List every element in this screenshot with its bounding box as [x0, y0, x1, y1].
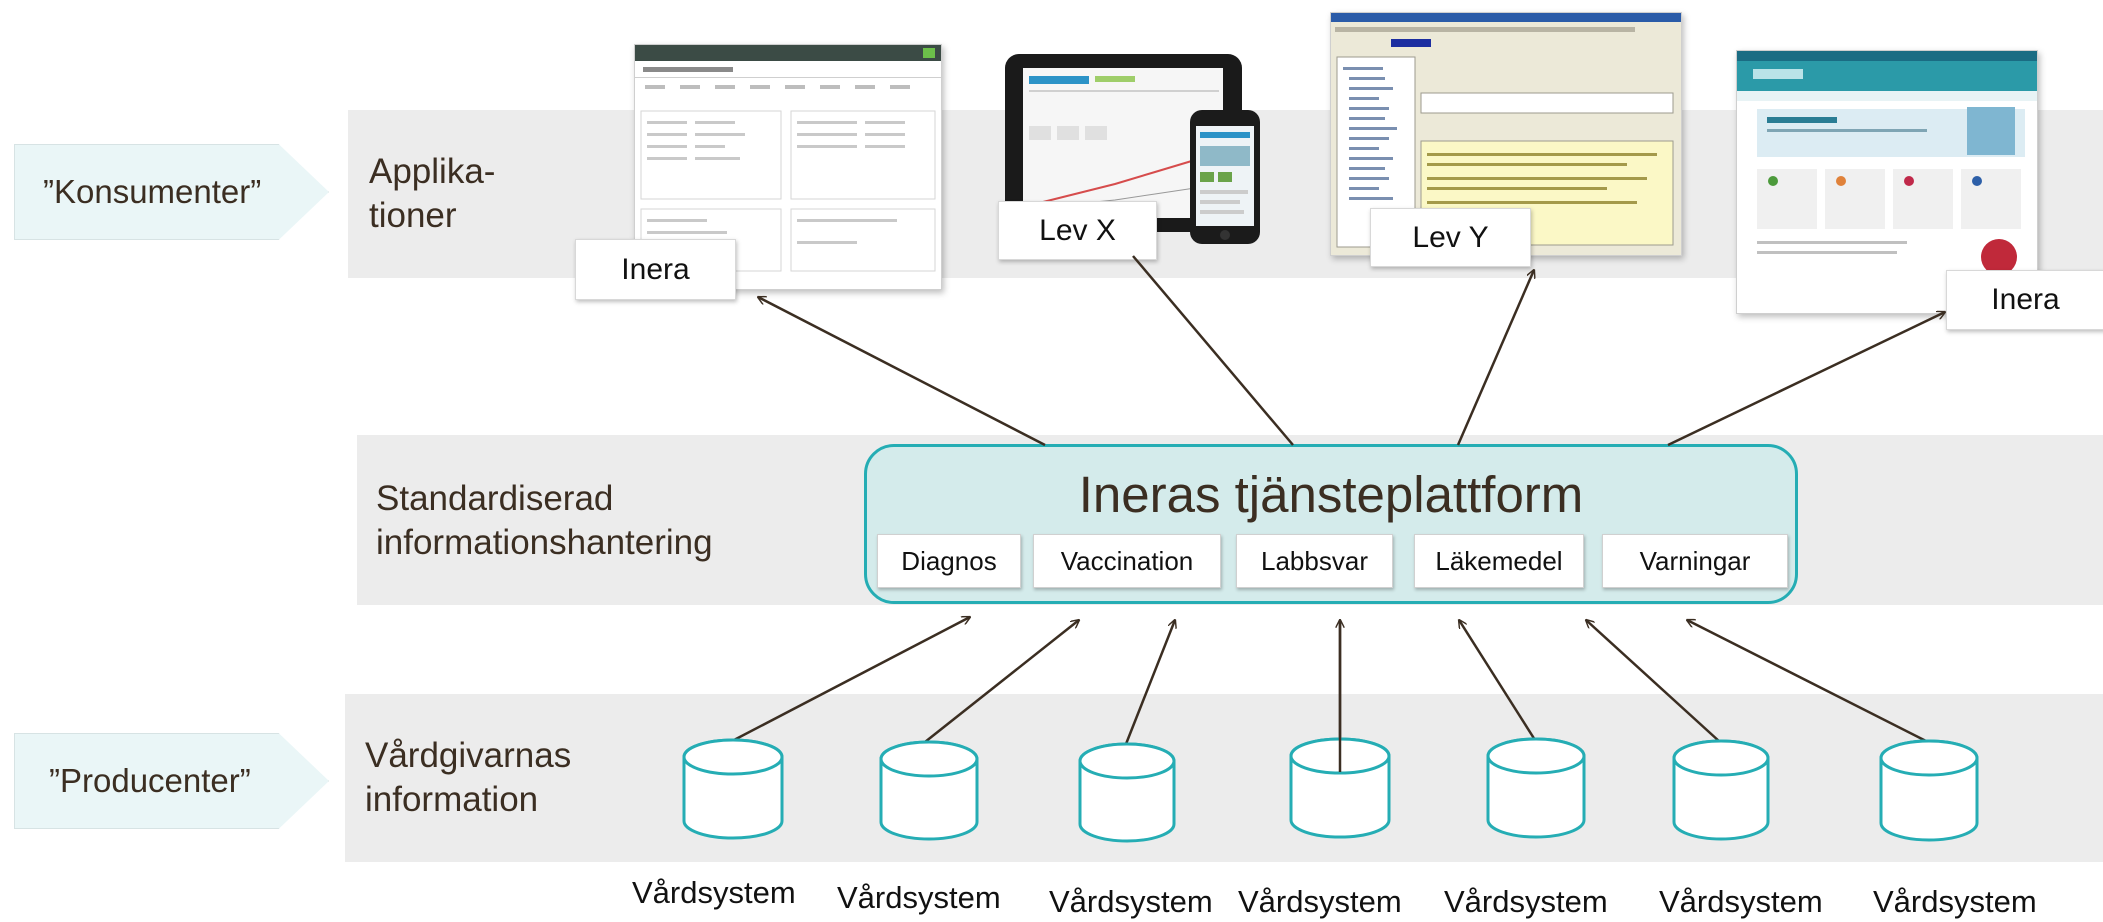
system-label-4: Vårdsystem — [1238, 884, 1402, 919]
platform-title: Ineras tjänsteplattform — [1078, 466, 1584, 523]
care-info-band — [345, 694, 2103, 862]
app-screenshot-inera-2-graphic — [1737, 51, 2037, 275]
standardized-layer-label: Standardiserad informationshantering — [376, 479, 713, 562]
system-label-3: Vårdsystem — [1049, 884, 1213, 919]
service-box-labbsvar: Labbsvar — [1236, 534, 1393, 588]
database-icon-1 — [682, 738, 784, 840]
consumers-chevron: ”Konsumenter” — [14, 144, 329, 240]
service-box-vaccination: Vaccination — [1033, 534, 1221, 588]
database-icon-7 — [1879, 739, 1979, 842]
service-box-varningar: Varningar — [1602, 534, 1788, 588]
database-icon-3 — [1078, 742, 1176, 843]
database-icon-5 — [1486, 737, 1586, 839]
phone-device — [1190, 110, 1260, 244]
app-screenshot-inera-1-graphic — [635, 45, 941, 272]
consumers-label: ”Konsumenter” — [43, 173, 262, 210]
service-box-lakemedel: Läkemedel — [1414, 534, 1584, 588]
system-label-7: Vårdsystem — [1873, 884, 2037, 919]
database-icon-2 — [879, 740, 979, 841]
system-label-5: Vårdsystem — [1444, 884, 1608, 919]
line-platform-to-lev-x — [1132, 255, 1294, 446]
arrow-db2-to-platform — [924, 620, 1079, 743]
care-info-layer-label: Vårdgivarnas information — [365, 736, 572, 819]
applications-layer-label: Applika- tioner — [369, 152, 496, 235]
system-label-6: Vårdsystem — [1659, 884, 1823, 919]
app-screenshot-inera-2 — [1736, 50, 2038, 314]
arrow-db7-to-platform — [1687, 620, 1929, 744]
producers-chevron: ”Producenter” — [14, 733, 329, 829]
app-screenshot-lev-y-graphic — [1331, 13, 1681, 255]
app-label-inera-1: Inera — [575, 239, 736, 300]
arrow-platform-to-inera-1 — [758, 297, 1046, 447]
app-label-inera-2: Inera — [1946, 270, 2103, 330]
arrow-db3-to-platform — [1124, 620, 1175, 745]
system-label-2: Vårdsystem — [837, 880, 1001, 915]
producers-label: ”Producenter” — [49, 762, 251, 799]
arrow-db6-to-platform — [1586, 620, 1721, 743]
arrow-platform-to-inera-2 — [1667, 312, 1945, 447]
phone-screen-graphic — [1196, 126, 1254, 240]
app-label-lev-x: Lev X — [998, 201, 1157, 260]
service-box-diagnos: Diagnos — [877, 534, 1021, 588]
tablet-screen-graphic — [1023, 68, 1223, 218]
arrow-db5-to-platform — [1459, 620, 1537, 741]
database-icon-6 — [1672, 739, 1770, 841]
arrow-db1-to-platform — [733, 617, 970, 742]
system-label-1: Vårdsystem — [632, 875, 796, 910]
arrow-platform-to-lev-y — [1456, 270, 1534, 446]
app-screenshot-inera-1 — [634, 44, 942, 290]
app-label-lev-y: Lev Y — [1370, 208, 1531, 267]
